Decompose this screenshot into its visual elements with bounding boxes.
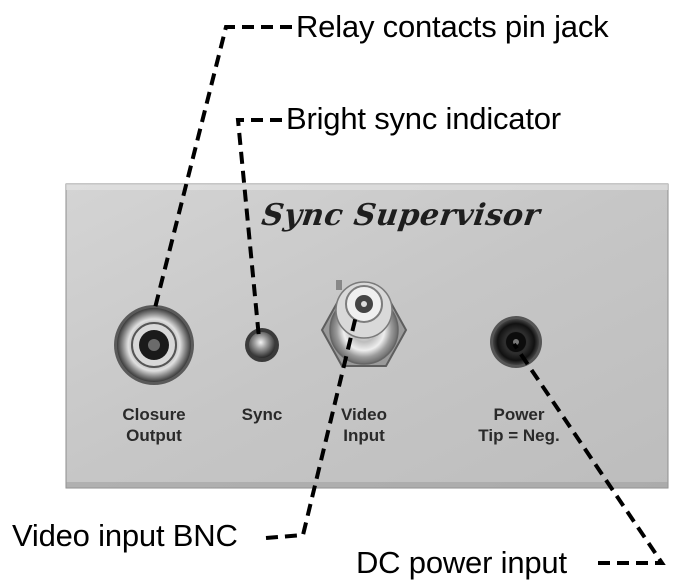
panel-title: Sync Supervisor	[259, 198, 543, 233]
callout-relay-contacts: Relay contacts pin jack	[296, 9, 609, 44]
bnc-connector	[320, 280, 408, 367]
callout-video-bnc: Video input BNC	[12, 518, 238, 553]
leader-sync	[235, 118, 282, 339]
label-video-line1: Video	[341, 405, 387, 424]
label-sync: Sync	[241, 405, 283, 424]
label-video-line2: Input	[343, 426, 385, 445]
label-closure-output: Closure Output	[104, 404, 204, 446]
label-power-line2: Tip = Neg.	[478, 426, 560, 445]
sync-led	[245, 328, 279, 362]
label-video-input: Video Input	[324, 404, 404, 446]
dc-power-jack	[490, 316, 542, 368]
leader-relay	[153, 25, 292, 309]
leader-power	[512, 342, 666, 565]
label-closure-line2: Output	[126, 426, 182, 445]
callout-bright-sync: Bright sync indicator	[286, 101, 561, 136]
callout-dc-power: DC power input	[356, 545, 567, 580]
label-closure-line1: Closure	[122, 405, 186, 424]
rca-jack	[114, 305, 194, 385]
leader-lines	[153, 25, 666, 565]
label-power: Power Tip = Neg.	[464, 404, 574, 446]
label-power-line1: Power	[493, 405, 545, 424]
